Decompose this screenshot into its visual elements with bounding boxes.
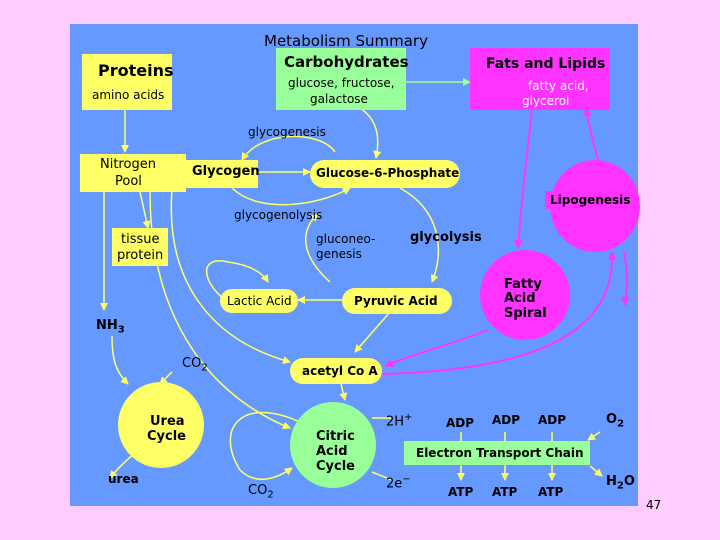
arrow-acetyl-to-lipogenesis [379, 251, 617, 375]
tissue-line-1: tissue [121, 232, 160, 247]
carbs-sub-2: galactose [310, 92, 368, 106]
carbs-box [276, 48, 406, 110]
tissue-protein-box [112, 228, 168, 266]
h2o-label: H2O [606, 474, 635, 492]
pyruvic-acid-label: Pyruvic Acid [354, 294, 438, 308]
proteins-sub: amino acids [92, 88, 165, 102]
adp-label-3: ADP [538, 413, 567, 427]
nitrogen-pool-box [80, 154, 186, 192]
co2-top-label: CO2 [182, 356, 208, 374]
two-h-text: 2H [386, 414, 405, 430]
nh3-text: NH [96, 318, 118, 333]
arrow-etc-to-h2o [589, 465, 603, 477]
co2-bottom-text: CO [248, 483, 268, 498]
tissue-line-2: protein [117, 248, 164, 263]
carbs-sub-1: glucose, fructose, [288, 76, 395, 90]
glycogenesis-label: glycogenesis [248, 125, 326, 139]
co2-bottom-label: CO2 [248, 483, 274, 501]
diagram-title: Metabolism Summary [264, 32, 428, 50]
arrow-glycolysis [399, 187, 440, 283]
arrow-nh3-to-urea [111, 335, 129, 385]
co2-top-text: CO [182, 356, 202, 371]
o2-subscript: 2 [617, 418, 625, 430]
gluconeogenesis-label-1: gluconeo- [316, 232, 376, 246]
arrow-o2-to-etc [587, 431, 601, 441]
citric-line-2: Acid [316, 444, 348, 459]
fats-sub-1: fatty acid, [528, 79, 589, 93]
citric-line-3: Cycle [316, 459, 355, 474]
arrow-lactic-loop [205, 260, 269, 301]
arrow-spiral-to-acetyl [384, 329, 489, 367]
glycogenolysis-label: glycogenolysis [234, 208, 323, 222]
spiral-line-1: Fatty [504, 277, 542, 292]
acetyl-coa-box [290, 358, 382, 384]
arrow-carbs-to-g6p [359, 107, 382, 159]
co2-bottom-subscript: 2 [267, 489, 274, 501]
h2o-o-text: O [623, 474, 635, 489]
nitrogen-line-1: Nitrogen [100, 157, 156, 172]
co2-top-subscript: 2 [201, 362, 208, 374]
nitrogen-line-2: Pool [115, 174, 142, 189]
g6p-box [310, 160, 460, 188]
two-e-superscript: − [402, 474, 411, 485]
lipogenesis-label: Lipogenesis [550, 193, 631, 207]
arrow-glycogenolysis [231, 187, 351, 206]
o2-label: O2 [606, 412, 624, 430]
arrow-pyruvic-to-acetyl [354, 311, 391, 353]
atp-label-1: ATP [448, 485, 474, 499]
acetyl-coa-label: acetyl Co A [302, 364, 378, 378]
urea-cycle-line-1: Urea [150, 414, 185, 429]
arrow-lipogenesis-to-fats [582, 107, 599, 161]
arrow-fats-to-spiral [514, 109, 533, 249]
nh3-label: NH3 [96, 318, 125, 336]
fats-box [470, 48, 610, 110]
adp-label-1: ADP [446, 416, 475, 430]
citric-acid-cycle-circle [290, 402, 376, 488]
etc-box [404, 441, 590, 465]
pyruvic-acid-box [342, 288, 452, 314]
arrow-glycogen-to-acetyl [170, 189, 291, 364]
adp-label-2: ADP [492, 413, 521, 427]
glycogen-label: Glycogen [192, 164, 260, 179]
fats-title: Fats and Lipids [486, 56, 606, 72]
arrow-lipogenesis-out [620, 251, 630, 306]
gluconeogenesis-label-2: genesis [316, 247, 362, 261]
atp-label-2: ATP [492, 485, 518, 499]
nh3-subscript: 3 [117, 324, 125, 336]
page-number: 47 [646, 498, 662, 512]
arrow-glycogenesis [241, 135, 336, 161]
etc-label: Electron Transport Chain [416, 446, 584, 460]
h2o-h-text: H [606, 474, 617, 489]
two-e-minus-label: 2e− [386, 474, 411, 491]
lactic-acid-box [220, 289, 298, 313]
fatty-acid-spiral-circle [480, 250, 570, 340]
spiral-line-2: Acid [504, 291, 536, 306]
fats-sub-2: glycerol [522, 94, 570, 108]
lipogenesis-band [545, 191, 637, 209]
atp-label-3: ATP [538, 485, 564, 499]
lactic-acid-label: Lactic Acid [227, 294, 292, 308]
arrow-nitrogen-to-tissue [139, 191, 151, 229]
o2-text: O [606, 412, 618, 427]
arrow-citric-to-2e [371, 471, 393, 481]
citric-line-1: Citric [316, 429, 355, 444]
h2o-subscript: 2 [616, 480, 624, 492]
carbs-title: Carbohydrates [284, 53, 409, 71]
spiral-line-3: Spiral [504, 306, 547, 321]
urea-label: urea [108, 472, 139, 486]
glycogen-box [186, 160, 258, 188]
urea-cycle-line-2: Cycle [147, 429, 186, 444]
arrow-gluconeogenesis [305, 213, 331, 283]
arrow-citric-loop [229, 411, 301, 480]
two-h-superscript: + [404, 412, 413, 423]
g6p-label: Glucose-6-Phosphate [316, 166, 460, 180]
urea-cycle-circle [118, 382, 204, 468]
two-e-text: 2e [386, 476, 403, 492]
glycolysis-label: glycolysis [410, 230, 482, 245]
proteins-title: Proteins [98, 61, 174, 80]
proteins-box [82, 54, 172, 110]
two-h-plus-label: 2H+ [386, 412, 412, 429]
